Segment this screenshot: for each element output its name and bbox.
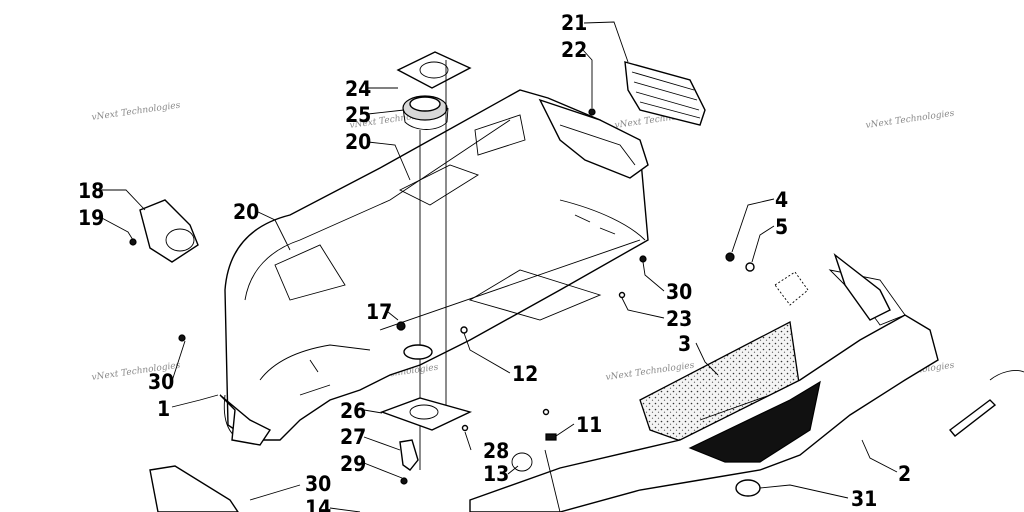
callout-30: 30: [666, 280, 692, 304]
watermark: vNext Technologies: [91, 101, 181, 123]
hood-shell: [219, 89, 649, 446]
callout-2: 2: [898, 462, 911, 486]
callout-14: 14: [305, 496, 331, 512]
vent-grille: [538, 61, 706, 179]
frame-part-2: [469, 253, 939, 512]
callout-3: 3: [678, 332, 691, 356]
callout-11: 11: [576, 413, 602, 437]
clip-11: [545, 433, 557, 441]
plate-26: [379, 344, 472, 431]
washer: [542, 408, 550, 416]
screw-washer: [725, 252, 809, 306]
clamp-13: [511, 452, 533, 472]
callout-18: 18: [78, 179, 104, 203]
screw-22: [588, 108, 596, 116]
callout-26: 26: [340, 399, 366, 423]
rivet-28: [461, 424, 469, 432]
callout-13: 13: [483, 462, 509, 486]
watermark: vNext Technologies: [865, 109, 955, 131]
screw-30: [639, 255, 647, 263]
strip-part: [948, 369, 1024, 437]
bracket-27: [399, 439, 419, 485]
callout-28: 28: [483, 439, 509, 463]
callout-12: 12: [512, 362, 538, 386]
callout-25: 25: [345, 103, 371, 127]
callout-23: 23: [666, 307, 692, 331]
callout-17: 17: [366, 300, 392, 324]
callout-1: 1: [157, 397, 170, 421]
nut-17: [396, 321, 406, 331]
callout-27: 27: [340, 425, 366, 449]
callout-30: 30: [148, 370, 174, 394]
boot-part-18: [129, 199, 199, 263]
leader-lines: [99, 21, 898, 512]
callouts: 21 22 24 25 20 18 19 20 4 5 30 23 17 3 1…: [78, 11, 911, 512]
callout-29: 29: [340, 452, 366, 476]
callout-31: 31: [851, 487, 877, 511]
callout-22: 22: [561, 38, 587, 62]
lower-panel: [149, 465, 239, 512]
plate-grommet: [396, 51, 472, 130]
callout-21: 21: [561, 11, 587, 35]
callout-19: 19: [78, 206, 104, 230]
callout-20: 20: [233, 200, 259, 224]
callout-5: 5: [775, 215, 788, 239]
rivet-23: [618, 291, 626, 299]
callout-24: 24: [345, 77, 371, 101]
callout-30: 30: [305, 472, 331, 496]
callout-4: 4: [775, 188, 788, 212]
fastener: [178, 334, 186, 342]
washer-12: [460, 326, 468, 334]
callout-20: 20: [345, 130, 371, 154]
